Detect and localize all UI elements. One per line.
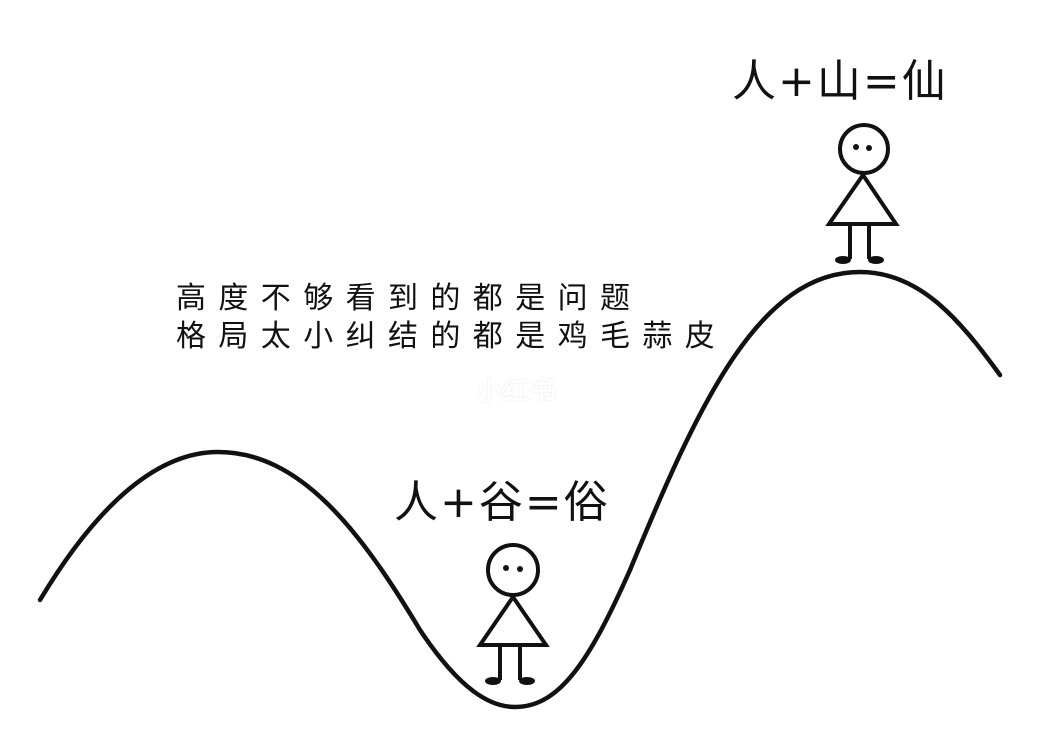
stick-figure-icon-peak (825, 123, 900, 264)
top-equation: 人+山=仙 (732, 56, 948, 107)
stick-figure-icon-valley (476, 543, 550, 685)
foot-left (835, 256, 851, 264)
eye-left (853, 144, 859, 150)
watermark: 小红书 (476, 377, 558, 407)
bottom-equation: 人+谷=俗 (394, 477, 610, 528)
eye-right (866, 145, 872, 151)
foot-right (519, 677, 535, 685)
foot-right (868, 256, 884, 264)
caption: 高度不够看到的都是问题 格局太小纠结的都是鸡毛蒜皮 (176, 280, 727, 356)
caption-line-2: 格局太小纠结的都是鸡毛蒜皮 (176, 319, 728, 354)
eye-right (517, 566, 523, 572)
dress-body (476, 593, 550, 647)
head (838, 123, 890, 175)
eye-left (503, 565, 509, 571)
head (486, 543, 540, 597)
foot-left (485, 677, 501, 685)
caption-line-1: 高度不够看到的都是问题 (176, 281, 643, 316)
terrain-curve (37, 269, 1003, 710)
dress-body (825, 171, 900, 226)
